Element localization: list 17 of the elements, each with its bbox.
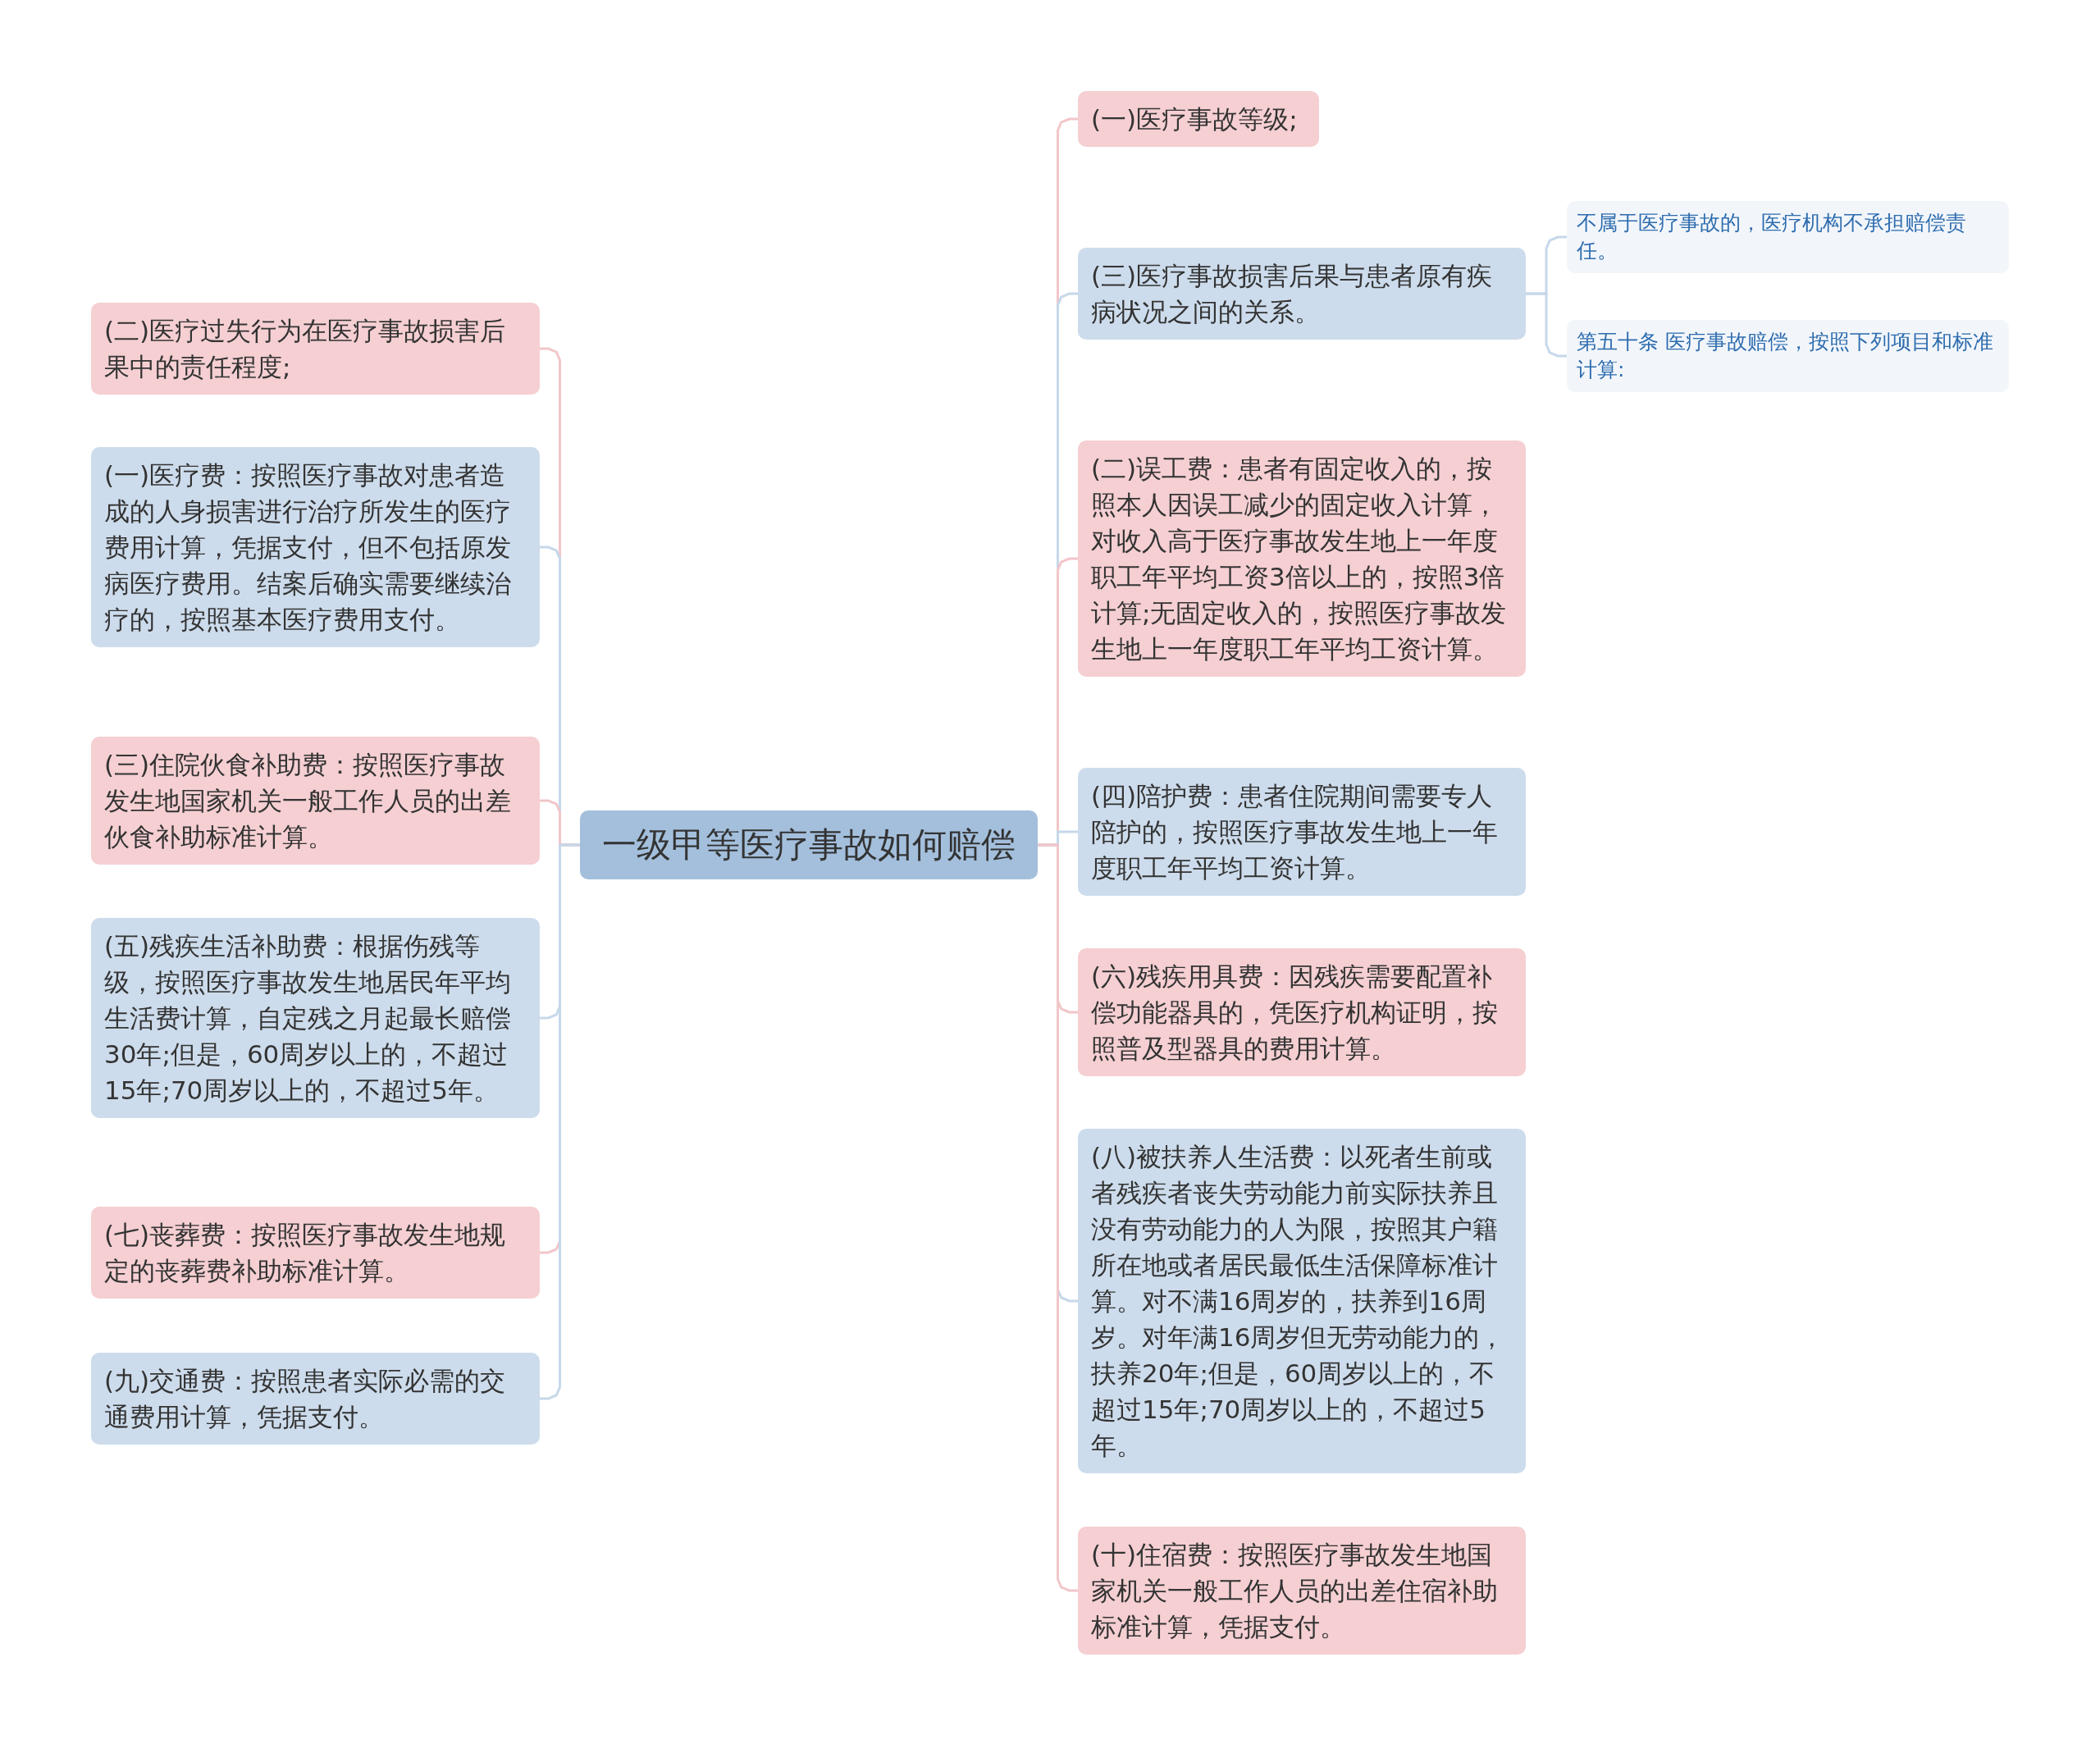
- branch-box: (九)交通费：按照患者实际必需的交通费用计算，凭据支付。: [91, 1353, 540, 1445]
- topic-box: 一级甲等医疗事故如何赔偿: [580, 810, 1038, 879]
- branch-box: (十)住宿费：按照医疗事故发生地国家机关一般工作人员的出差住宿补助标准计算，凭据支付。: [1078, 1527, 1526, 1655]
- branch-box: 不属于医疗事故的，医疗机构不承担赔偿责任。: [1567, 201, 2009, 273]
- connector-line: [1526, 292, 1567, 358]
- branch-box: (一)医疗事故等级;: [1078, 91, 1319, 147]
- branch-box: (四)陪护费：患者住院期间需要专人陪护的，按照医疗事故发生地上一年度职工年平均工资计算。: [1078, 768, 1526, 896]
- branch-box: (二)误工费：患者有固定收入的，按照本人因误工减少的固定收入计算，对收入高于医疗事故发生地上一年度职工年平均工资3倍以上的，按照3倍计算;无固定收入的，按照医疗事故发生地上一年度职工年平均工资计算。: [1078, 441, 1526, 677]
- branch-box: (五)残疾生活补助费：根据伤残等级，按照医疗事故发生地居民年平均生活费计算，自定残之月起最长赔偿30年;但是，60周岁以上的，不超过15年;70周岁以上的，不超过5年。: [91, 918, 540, 1118]
- branch-box: 第五十条 医疗事故赔偿，按照下列项目和标准计算:: [1567, 320, 2009, 392]
- branch-box: (三)住院伙食补助费：按照医疗事故发生地国家机关一般工作人员的出差伙食补助标准计算。: [91, 737, 540, 865]
- branch-box: (一)医疗费：按照医疗事故对患者造成的人身损害进行治疗所发生的医疗费用计算，凭据支付，但不包括原发病医疗费用。结案后确实需要继续治疗的，按照基本医疗费用支付。: [91, 447, 540, 647]
- branch-box: (七)丧葬费：按照医疗事故发生地规定的丧葬费补助标准计算。: [91, 1207, 540, 1299]
- branch-box: (八)被扶养人生活费：以死者生前或者残疾者丧失劳动能力前实际扶养且没有劳动能力的人为限，按照其户籍所在地或者居民最低生活保障标准计算。对不满16周岁的，扶养到16周岁。对年满16周岁但无劳动能力的，扶养20年;但是，60周岁以上的，不超过15年;70周岁以上的，不超过5年。: [1078, 1129, 1526, 1473]
- branch-box: (二)医疗过失行为在医疗事故损害后果中的责任程度;: [91, 303, 540, 395]
- branch-box: (三)医疗事故损害后果与患者原有疾病状况之间的关系。: [1078, 248, 1526, 340]
- branch-box: (六)残疾用具费：因残疾需要配置补偿功能器具的，凭医疗机构证明，按照普及型器具的费用计算。: [1078, 948, 1526, 1076]
